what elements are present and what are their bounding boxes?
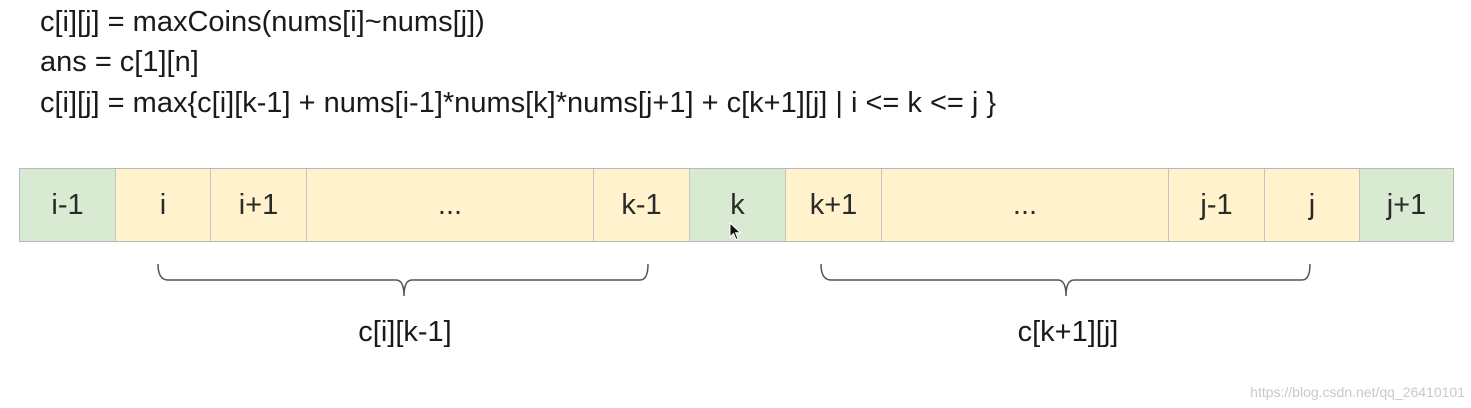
formula-recurrence: c[i][j] = max{c[i][k-1] + nums[i-1]*nums… [40, 87, 997, 119]
left-brace [157, 263, 649, 297]
array-cell: k+1 [786, 169, 882, 241]
array-cell: i-1 [20, 169, 116, 241]
array-cell: i [116, 169, 211, 241]
mouse-pointer-icon [729, 222, 742, 241]
array-cell: j-1 [1169, 169, 1265, 241]
right-brace [820, 263, 1311, 297]
array-cell: j+1 [1360, 169, 1453, 241]
watermark-text: https://blog.csdn.net/qq_26410101 [1250, 384, 1465, 400]
right-subproblem-label: c[k+1][j] [1017, 316, 1119, 348]
array-cell: ... [882, 169, 1169, 241]
array-cell: j [1265, 169, 1360, 241]
formula-definition: c[i][j] = maxCoins(nums[i]~nums[j]) [40, 6, 485, 38]
array-cells-row: i-1 i i+1 ... k-1 k k+1 ... j-1 j j+1 [19, 168, 1454, 242]
array-cell: i+1 [211, 169, 307, 241]
array-cell: k-1 [594, 169, 690, 241]
array-cell: k [690, 169, 786, 241]
array-cell: ... [307, 169, 594, 241]
formula-answer: ans = c[1][n] [40, 46, 199, 78]
left-subproblem-label: c[i][k-1] [358, 316, 452, 348]
